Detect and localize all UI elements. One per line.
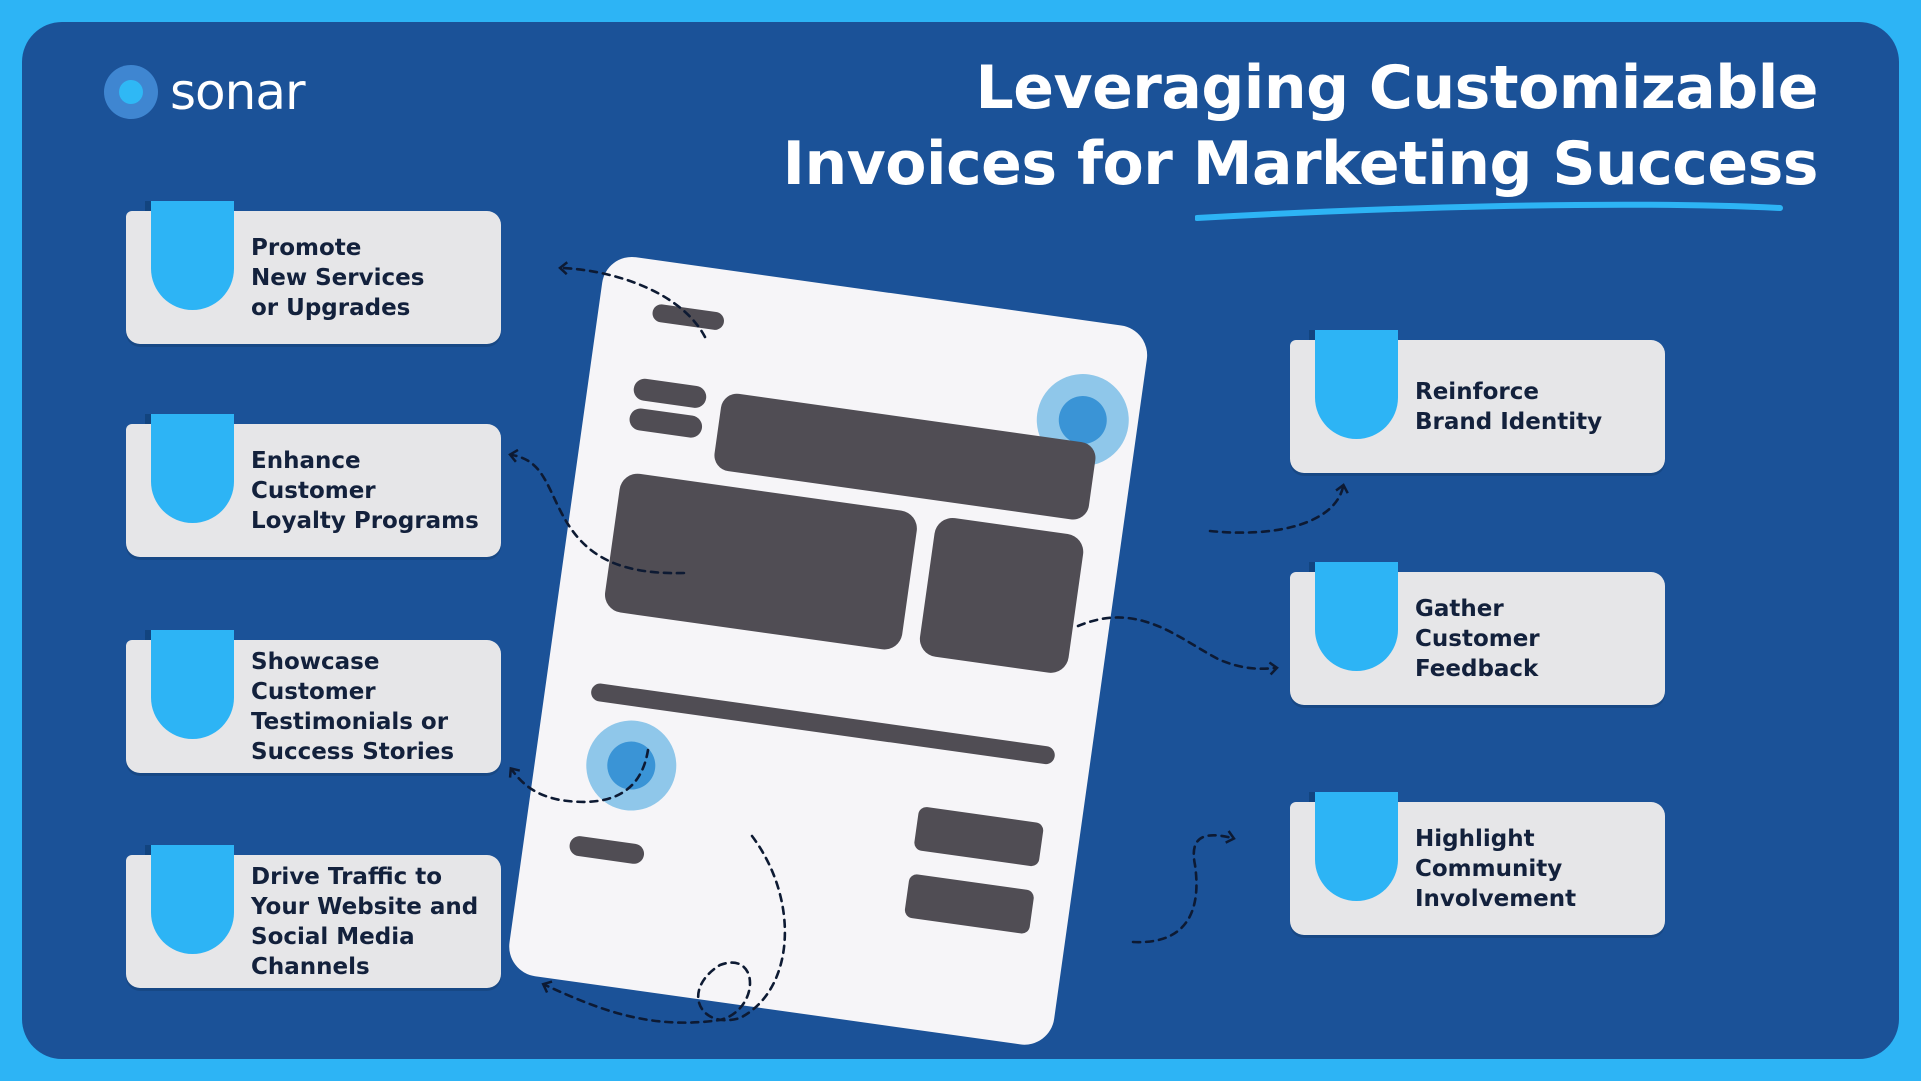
card-label: Reinforce Brand Identity	[1415, 378, 1603, 435]
dashed-arrow-icon	[508, 261, 1349, 1024]
title-underline	[1195, 201, 1783, 221]
card-tab	[145, 845, 234, 954]
card-label: Gather Customer Feedback	[1415, 595, 1540, 682]
card-tab	[1309, 562, 1398, 671]
card-brand-identity: Reinforce Brand Identity	[1290, 330, 1665, 473]
card-loyalty-programs: Enhance Customer Loyalty Programs	[126, 414, 501, 557]
card-tab	[1309, 792, 1398, 901]
brand-name: sonar	[170, 63, 306, 121]
card-label: Highlight Community Involvement	[1415, 825, 1577, 912]
card-label: Showcase Customer Testimonials or Succes…	[251, 648, 455, 765]
sonar-logo: sonar	[104, 60, 306, 124]
card-testimonials: Showcase Customer Testimonials or Succes…	[126, 630, 501, 773]
page-title: Leveraging Customizable Invoices for Mar…	[782, 50, 1819, 202]
card-tab	[145, 201, 234, 310]
sonar-logo-icon	[104, 65, 158, 119]
card-tab	[145, 414, 234, 523]
card-drive-traffic: Drive Traffic to Your Website and Social…	[126, 845, 501, 988]
card-tab	[1309, 330, 1398, 439]
card-customer-feedback: Gather Customer Feedback	[1290, 562, 1665, 705]
title-line-2: Invoices for Marketing Success	[782, 129, 1819, 199]
invoice-document-icon	[509, 256, 1148, 1045]
title-line-1: Leveraging Customizable	[975, 53, 1819, 123]
card-label: Enhance Customer Loyalty Programs	[251, 447, 479, 534]
card-label: Promote New Services or Upgrades	[251, 234, 425, 321]
card-label: Drive Traffic to Your Website and Social…	[251, 863, 479, 980]
card-promote-services: Promote New Services or Upgrades	[126, 201, 501, 344]
card-tab	[145, 630, 234, 739]
card-community-involvement: Highlight Community Involvement	[1290, 792, 1665, 935]
